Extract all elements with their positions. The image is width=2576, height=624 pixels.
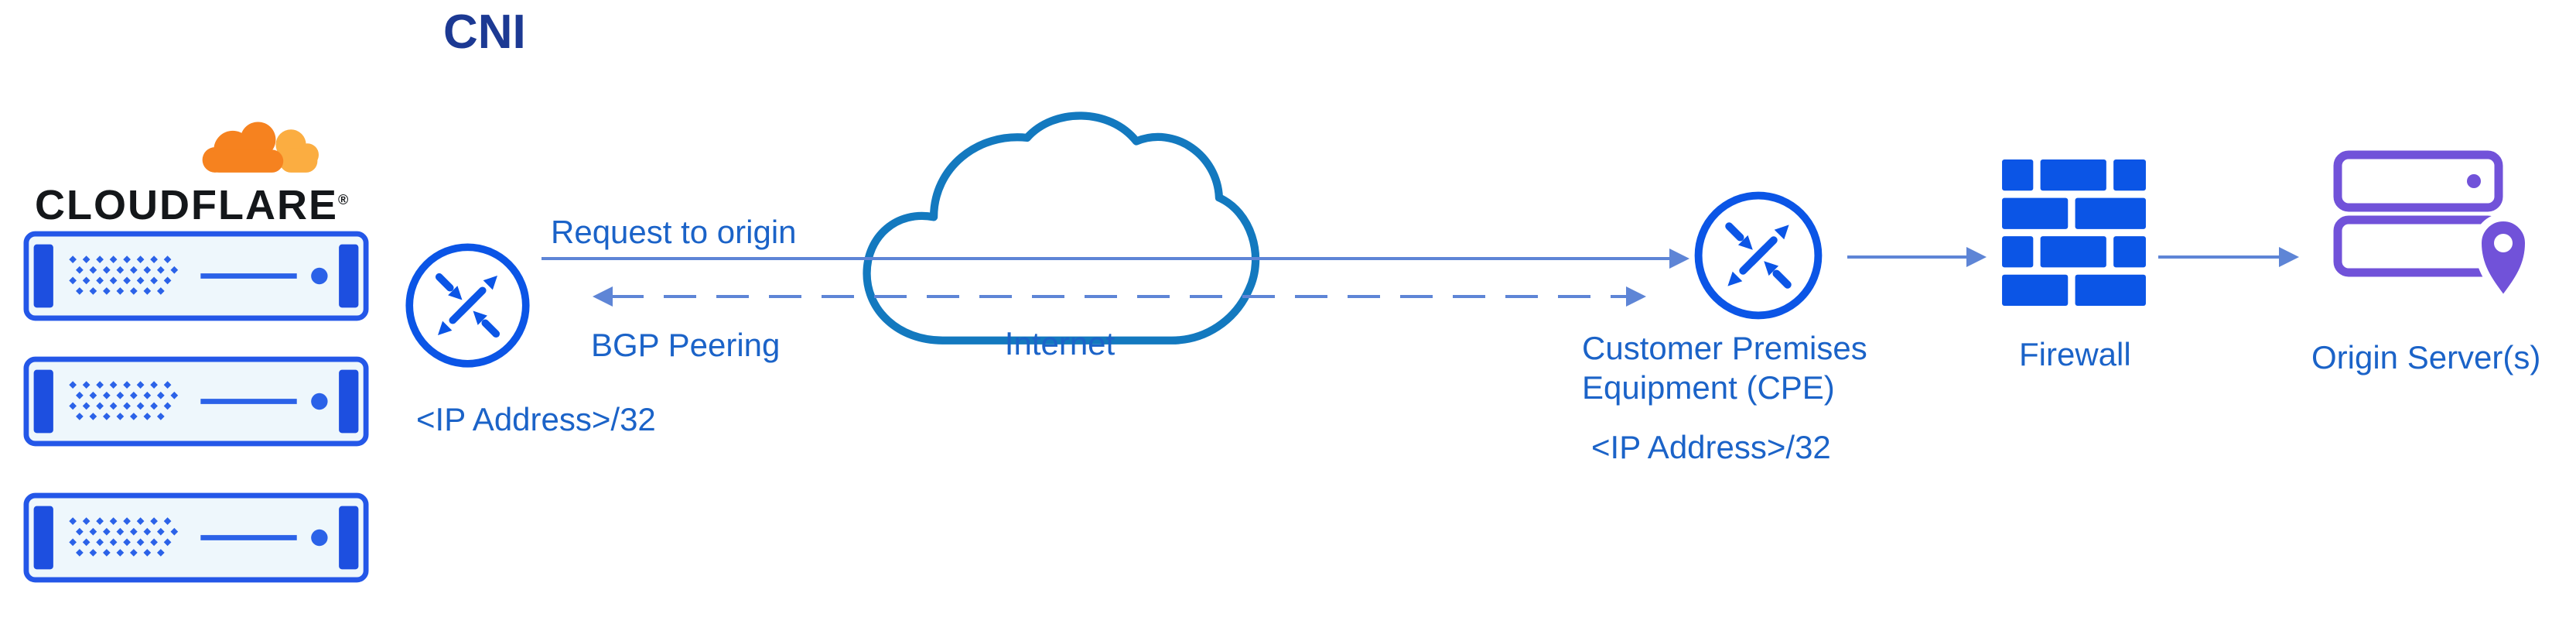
arrowhead-left-icon bbox=[593, 286, 613, 307]
request-to-origin-arrow bbox=[542, 257, 1669, 260]
request-to-origin-label: Request to origin bbox=[551, 214, 797, 250]
registered-trademark: ® bbox=[337, 192, 349, 207]
arrowhead-right-icon bbox=[1966, 247, 1987, 267]
arrowhead-right-icon bbox=[1669, 249, 1689, 269]
bgp-peering-label: BGP Peering bbox=[591, 327, 781, 363]
firewall-label: Firewall bbox=[2019, 336, 2131, 372]
edge-server-icon bbox=[23, 231, 369, 321]
cpe-to-firewall-arrow bbox=[1847, 255, 1968, 259]
arrowhead-right-icon bbox=[1626, 286, 1646, 307]
edge-server-icon bbox=[23, 356, 369, 447]
cloudflare-edge-router-icon bbox=[400, 238, 535, 373]
cloudflare-wordmark: CLOUDFLARE® bbox=[35, 181, 348, 229]
bgp-peering-arrow bbox=[611, 295, 1626, 298]
location-pin-icon bbox=[2473, 214, 2533, 307]
cloudflare-wordmark-text: CLOUDFLARE bbox=[35, 182, 338, 228]
firewall-icon bbox=[2002, 159, 2146, 306]
cpe-label: Customer Premises Equipment (CPE) bbox=[1582, 330, 1867, 406]
arrowhead-right-icon bbox=[2279, 247, 2299, 267]
internet-cloud-icon bbox=[863, 111, 1260, 345]
cpe-router-icon bbox=[1689, 186, 1828, 325]
origin-server-label: Origin Server(s) bbox=[2311, 339, 2541, 375]
diagram-title: CNI bbox=[443, 5, 526, 59]
origin-server-icon bbox=[2333, 150, 2533, 307]
cpe-ip-label: <IP Address>/32 bbox=[1591, 429, 1831, 465]
internet-label: Internet bbox=[1004, 325, 1115, 362]
edge-server-icon bbox=[23, 492, 369, 583]
cloudflare-cloud-icon bbox=[202, 122, 319, 173]
edge-router-ip-label: <IP Address>/32 bbox=[416, 401, 656, 437]
firewall-to-origin-arrow bbox=[2158, 255, 2280, 259]
